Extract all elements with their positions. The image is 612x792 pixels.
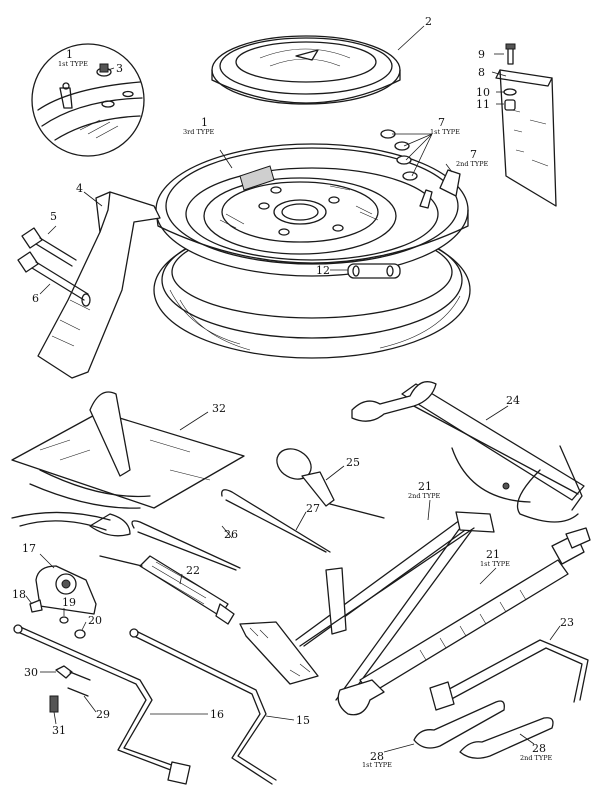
callout-18: 18 xyxy=(12,588,26,601)
callout-7-first: 7 xyxy=(438,116,445,129)
callout-21-top-type: 2nd TYPE xyxy=(408,492,441,500)
callout-29: 29 xyxy=(96,708,110,721)
callout-labels: 2 1 1st TYPE 3 1 3rd TYPE 7 1st TYPE 7 2… xyxy=(12,15,574,769)
part-5-bolt xyxy=(21,227,77,267)
part-4-wheel-carrier-bracket xyxy=(37,191,161,379)
part-17-bracket xyxy=(35,565,97,615)
inset-detail-wheel-1st-type xyxy=(31,43,145,157)
callout-3: 3 xyxy=(116,62,123,75)
part-26-wire-tool xyxy=(131,520,241,571)
callout-1-main-type: 3rd TYPE xyxy=(183,128,214,136)
leader-lines xyxy=(25,25,561,753)
callout-9: 9 xyxy=(478,48,485,61)
part-22-grease-gun xyxy=(99,555,235,625)
callout-1-main: 1 xyxy=(201,116,208,129)
part-21-jack-1st-type xyxy=(337,527,591,716)
callout-28-first-type: 1st TYPE xyxy=(362,761,392,769)
callout-32: 32 xyxy=(212,402,226,415)
part-31-block xyxy=(49,695,59,713)
part-23-wheel-brace xyxy=(429,639,589,711)
callout-16: 16 xyxy=(210,708,224,721)
part-28-tyre-lever-2nd-type xyxy=(459,717,554,759)
callout-5: 5 xyxy=(50,210,57,223)
part-27-tyre-lever-wire xyxy=(221,489,331,553)
callout-21-bottom: 21 xyxy=(486,548,500,561)
callout-21-top: 21 xyxy=(418,480,432,493)
part-24-tyre-pump xyxy=(351,381,585,523)
part-16-starting-handle xyxy=(13,624,191,785)
callout-21-bottom-type: 1st TYPE xyxy=(480,560,510,568)
callout-12: 12 xyxy=(316,264,330,277)
part-29-pin xyxy=(67,687,89,697)
callout-7-first-type: 1st TYPE xyxy=(430,128,460,136)
callout-4: 4 xyxy=(76,182,83,195)
part-8-bracket-plate xyxy=(495,43,557,207)
callout-28-second: 28 xyxy=(532,742,546,755)
callout-11: 11 xyxy=(476,98,490,111)
callout-8: 8 xyxy=(478,66,485,79)
callout-28-first: 28 xyxy=(370,750,384,763)
part-30-key xyxy=(55,665,91,681)
callout-22: 22 xyxy=(186,564,200,577)
callout-27: 27 xyxy=(306,502,320,515)
callout-24: 24 xyxy=(506,394,520,407)
callout-30: 30 xyxy=(24,666,38,679)
part-20-nut xyxy=(74,629,86,639)
part-21-jack-2nd-type xyxy=(239,511,495,705)
callout-1-inset-type: 1st TYPE xyxy=(58,60,88,68)
part-32-tool-roll xyxy=(11,391,245,537)
callout-7-second-type: 2nd TYPE xyxy=(456,160,489,168)
callout-15: 15 xyxy=(296,714,310,727)
callout-19: 19 xyxy=(62,596,76,609)
callout-23: 23 xyxy=(560,616,574,629)
part-1-spare-wheel-assembly xyxy=(153,143,471,359)
callout-20: 20 xyxy=(88,614,102,627)
callout-1-inset: 1 xyxy=(66,48,73,61)
callout-25: 25 xyxy=(346,456,360,469)
part-2-wheel-cover xyxy=(211,35,401,105)
part-25-screwdriver xyxy=(276,448,385,519)
callout-10: 10 xyxy=(476,86,490,99)
callout-17: 17 xyxy=(22,542,36,555)
callout-7-second: 7 xyxy=(470,148,477,161)
part-18-screw xyxy=(29,599,43,613)
callout-6: 6 xyxy=(32,292,39,305)
callout-2: 2 xyxy=(425,15,432,28)
part-6-bolt xyxy=(17,251,89,301)
callout-28-second-type: 2nd TYPE xyxy=(520,754,553,762)
callout-31: 31 xyxy=(52,724,66,737)
part-19-washer xyxy=(59,616,69,624)
part-15-handle xyxy=(129,628,277,785)
part-28-tyre-lever-1st-type xyxy=(413,700,505,749)
callout-26: 26 xyxy=(224,528,238,541)
